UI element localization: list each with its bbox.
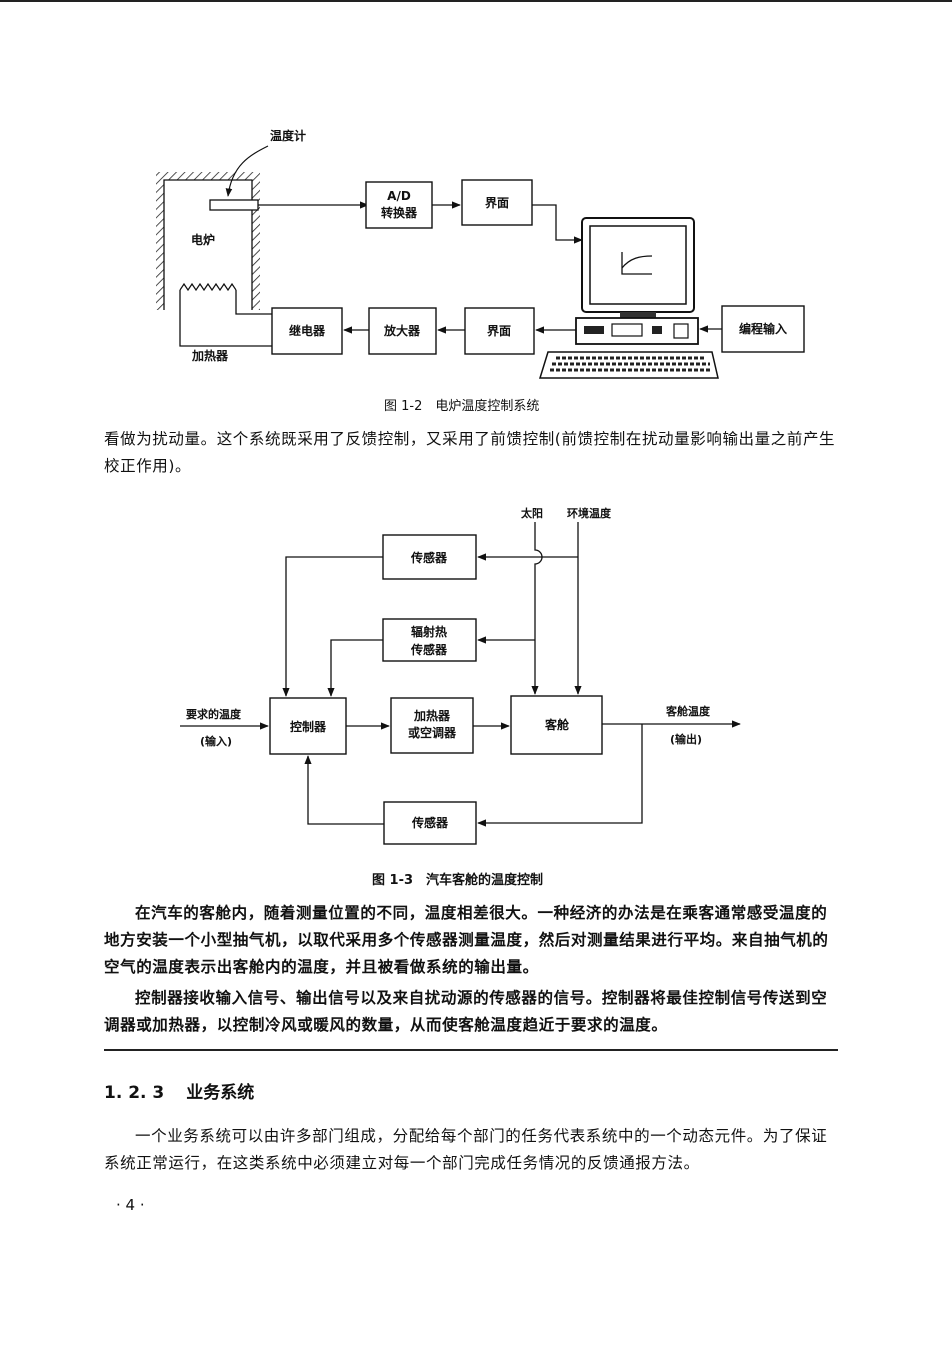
controller-box: [269, 697, 347, 755]
radiation-sensor-box: [382, 618, 477, 662]
section-divider: [104, 1049, 838, 1051]
section-number: 1. 2. 3: [104, 1083, 165, 1103]
section-title: 业务系统: [186, 1083, 255, 1103]
paragraph-4: 一个业务系统可以由许多部门组成，分配给每个部门的任务代表系统中的一个动态元件。为…: [104, 1127, 828, 1172]
figure2-caption: 图 1-3 汽车客舱的温度控制: [372, 873, 544, 888]
furnace-walls: [156, 172, 260, 310]
page-number: · 4 ·: [116, 1196, 145, 1214]
radiation-sensor-label-1: 辐射热: [411, 624, 447, 639]
paragraph-2: 在汽车的客舱内，随着测量位置的不同，温度相差很大。一种经济的办法是在乘客通常感受…: [104, 904, 829, 976]
interface-top-label: 界面: [485, 195, 509, 210]
cabin-label: 客舱: [544, 717, 570, 732]
cabin-temp-label: 客舱温度: [665, 704, 711, 718]
radiation-sensor-label-2: 传感器: [410, 642, 448, 657]
heater-ac-label-1: 加热器: [413, 708, 451, 723]
relay-label: 继电器: [289, 323, 326, 338]
heater-coil: [179, 282, 237, 292]
figure1-caption: 图 1-2 电炉温度控制系统: [384, 399, 540, 414]
cabin-box: [510, 695, 603, 755]
heater-ac-box: [390, 697, 474, 754]
interface-bottom-box: [464, 307, 535, 355]
ad-label-1: A/D: [387, 189, 411, 203]
output-label: (输出): [670, 732, 702, 746]
controller-label: 控制器: [290, 719, 327, 734]
heater-label: 加热器: [191, 348, 229, 363]
top-border: [0, 0, 952, 2]
sensor-top-box: [382, 534, 477, 580]
program-input-label: 编程输入: [738, 321, 787, 336]
ambient-temp-label: 环境温度: [567, 506, 612, 520]
ad-label-2: 转换器: [381, 205, 418, 220]
heater-ac-label-2: 或空调器: [408, 725, 457, 740]
amplifier-box: [368, 307, 437, 355]
thermometer-probe: [209, 199, 259, 211]
computer-illustration: [538, 217, 719, 379]
relay-box: [271, 307, 343, 355]
sun-label: 太阳: [520, 506, 543, 520]
furnace-label: 电炉: [191, 232, 215, 247]
interface-bottom-label: 界面: [487, 323, 511, 338]
input-label: (输入): [200, 734, 232, 748]
figure-furnace-diagram: 温度计 电炉 加热器 A/D 转换器 界面 编程输入 界面 放大器 继电器: [156, 128, 805, 379]
section-heading: 1. 2. 3 业务系统: [104, 1078, 276, 1103]
amplifier-label: 放大器: [383, 323, 421, 338]
ad-converter-box: [365, 181, 433, 229]
thermometer-label: 温度计: [270, 128, 306, 143]
sensor-bottom-box: [383, 801, 477, 845]
figure-cabin-diagram: 太阳 环境温度 传感器 辐射热 传感器 要求的温度 (输入) 控制器 加热器 或…: [180, 506, 741, 845]
paragraph-1: 看做为扰动量。这个系统既采用了反馈控制，又采用了前馈控制(前馈控制在扰动量影响输…: [104, 430, 836, 475]
desired-temp-label: 要求的温度: [186, 707, 242, 721]
sensor-bottom-label: 传感器: [411, 815, 449, 830]
sensor-top-label: 传感器: [410, 550, 448, 565]
interface-top-box: [461, 179, 533, 226]
paragraph-3: 控制器接收输入信号、输出信号以及来自扰动源的传感器的信号。控制器将最佳控制信号传…: [104, 989, 828, 1034]
